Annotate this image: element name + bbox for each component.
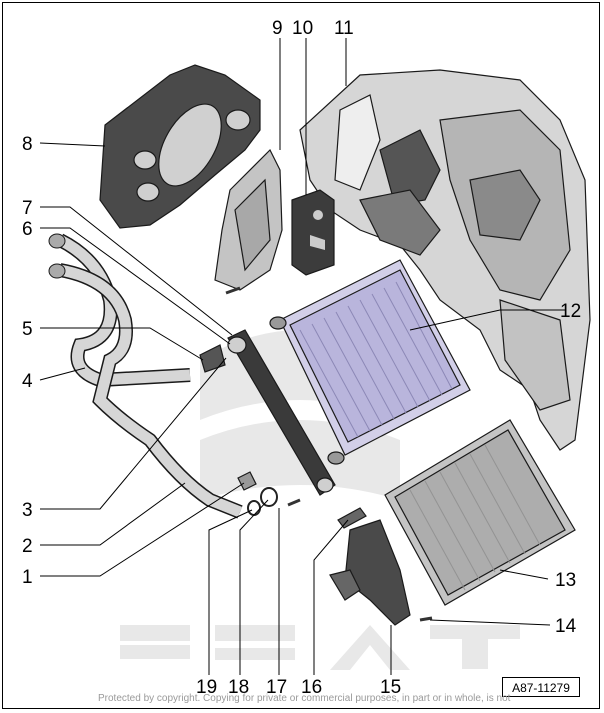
part-13-radiator [384, 419, 576, 606]
callout-7: 7 [22, 198, 33, 219]
callout-1: 1 [22, 567, 33, 588]
callout-3: 3 [22, 500, 33, 521]
callout-14: 14 [555, 616, 577, 637]
callout-5: 5 [22, 319, 33, 340]
callout-18: 18 [228, 677, 249, 698]
part-1-clip [237, 471, 257, 491]
part-4-coolant-hoses [48, 233, 243, 519]
part-16-screw [337, 507, 367, 529]
callout-16: 16 [301, 677, 322, 698]
reference-code: A87-11279 [502, 677, 580, 697]
part-19-o-ring [247, 500, 261, 516]
leader-lines [39, 38, 565, 675]
callout-13: 13 [555, 570, 576, 591]
callout-15: 15 [380, 677, 401, 698]
part-17-screw [287, 498, 301, 507]
part-6-connecting-pipe [227, 329, 336, 496]
part-15-air-guide [329, 519, 411, 626]
part-8-seal [99, 64, 261, 229]
copyright-notice: Protected by copyright. Copying for priv… [98, 693, 511, 704]
part-12-heat-exchanger [269, 259, 471, 465]
callout-labels: 8 7 6 5 4 3 2 1 9 10 11 12 13 14 15 16 1… [22, 18, 581, 698]
part-18-seal-ring [260, 487, 278, 507]
part-5-clip [199, 344, 226, 373]
callout-6: 6 [22, 219, 33, 240]
part-11-heater-housing [299, 69, 591, 451]
callout-19: 19 [196, 677, 217, 698]
part-9-cover [214, 148, 283, 291]
callout-12: 12 [560, 301, 581, 322]
part-10-foam-pad [291, 189, 335, 276]
callout-17: 17 [266, 677, 287, 698]
callout-10: 10 [292, 18, 313, 39]
callout-8: 8 [22, 134, 33, 155]
part-14-screw [419, 616, 433, 622]
callout-4: 4 [22, 371, 33, 392]
callout-9: 9 [272, 18, 283, 39]
part-7-screw [225, 286, 241, 295]
callout-2: 2 [22, 536, 33, 557]
callout-11: 11 [334, 18, 354, 39]
